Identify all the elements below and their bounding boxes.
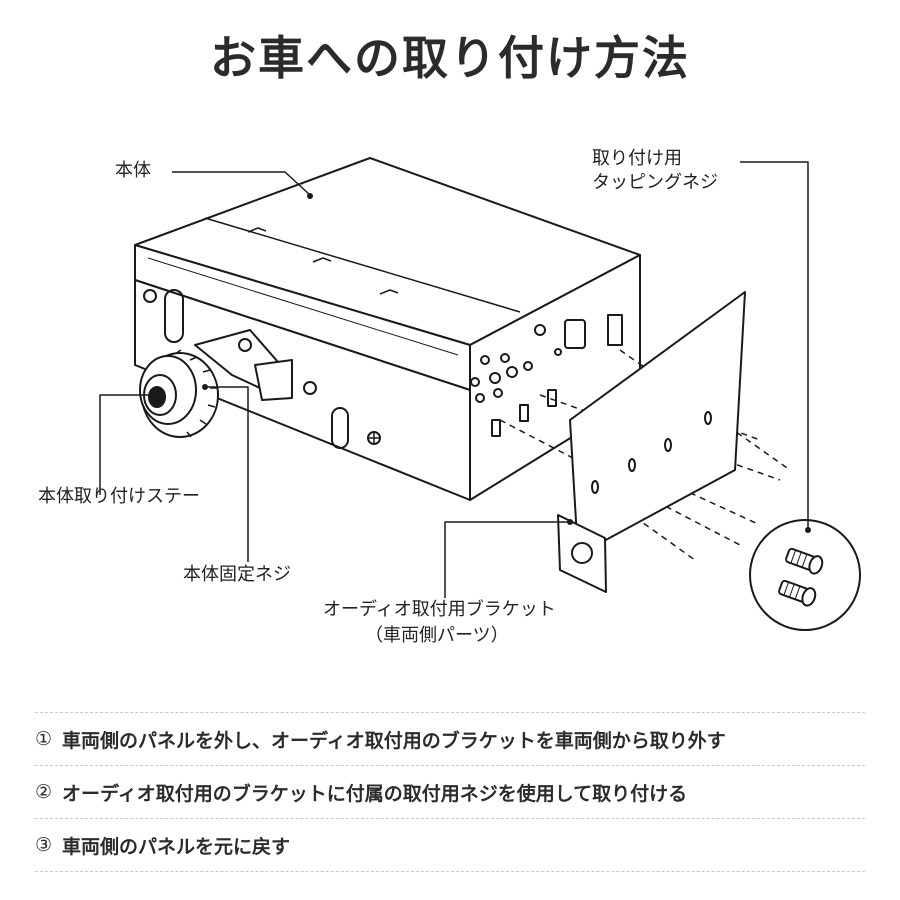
label-bracket-line1: オーディオ取付用ブラケット [323,599,556,620]
label-bracket-line2: （車両側パーツ） [365,625,509,646]
tapping-screws-inset [749,519,861,631]
leader-lines [99,161,809,598]
mounting-stay [194,329,293,401]
step-item: ② オーディオ取付用のブラケットに付属の取付用ネジを使用して取り付ける [35,766,865,819]
label-body-screw: 本体固定ネジ [183,564,291,585]
body-fixing-screw [139,349,219,438]
step-number: ③ [35,834,53,856]
step-text: オーディオ取付用のブラケットに付属の取付用ネジを使用して取り付ける [62,782,688,805]
step-text: 車両側のパネルを元に戻す [62,835,291,858]
step-item: ③ 車両側のパネルを元に戻す [35,819,865,872]
audio-bracket [557,291,746,593]
step-item: ① 車両側のパネルを外し、オーディオ取付用のブラケットを車両側から取り外す [35,712,865,766]
instruction-steps: ① 車両側のパネルを外し、オーディオ取付用のブラケットを車両側から取り外す ② … [35,712,865,872]
label-tapping-screw-line1: 取り付け用 [592,148,682,169]
installation-diagram [99,157,861,631]
step-text: 車両側のパネルを外し、オーディオ取付用のブラケットを車両側から取り外す [62,729,726,752]
label-body: 本体 [115,160,151,181]
audio-unit-body [134,157,641,501]
step-number: ② [35,781,53,803]
label-body-stay: 本体取り付けステー [38,486,200,507]
label-tapping-screw-line2: タッピングネジ [592,172,718,193]
step-number: ① [35,728,53,750]
page-title: お車への取り付け方法 [210,31,690,85]
